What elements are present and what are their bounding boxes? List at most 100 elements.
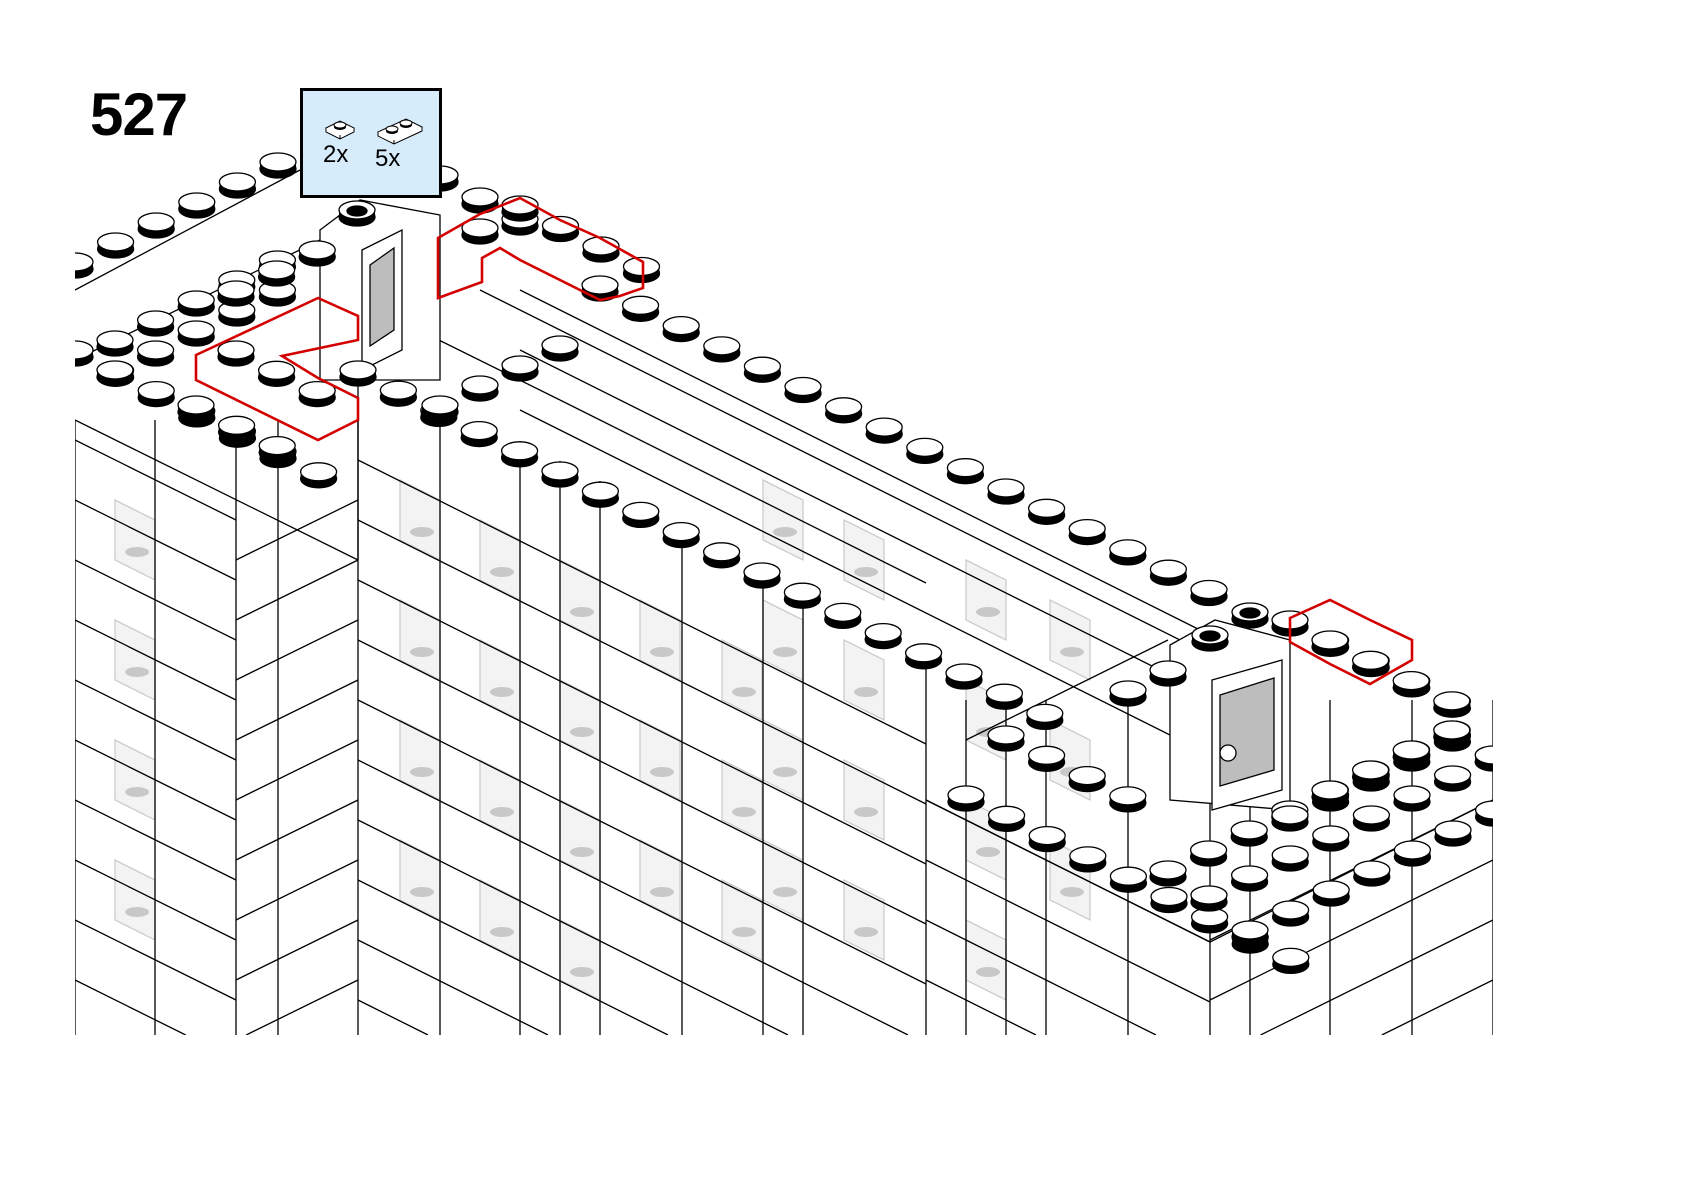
stud-top bbox=[904, 643, 943, 663]
door-right-glass bbox=[1219, 677, 1275, 787]
window-detail bbox=[125, 787, 149, 797]
stud bbox=[743, 562, 781, 589]
stud-top bbox=[541, 335, 579, 355]
window-detail bbox=[490, 567, 514, 577]
stud bbox=[581, 481, 620, 508]
window bbox=[114, 858, 156, 942]
brick-edge bbox=[519, 409, 1211, 756]
window-detail bbox=[854, 687, 878, 697]
stud-top bbox=[541, 215, 580, 236]
window-detail bbox=[490, 687, 514, 697]
stud bbox=[1392, 740, 1430, 767]
window-detail bbox=[490, 927, 514, 937]
stud-top bbox=[137, 212, 175, 232]
stud-top bbox=[1271, 900, 1310, 920]
window-detail bbox=[854, 567, 878, 577]
brick-edge bbox=[1209, 859, 1493, 1001]
stud-top bbox=[258, 435, 296, 456]
stud bbox=[500, 441, 539, 468]
window bbox=[843, 758, 885, 842]
window-detail bbox=[976, 607, 1000, 617]
brick-edge bbox=[479, 289, 1211, 656]
window-detail bbox=[732, 687, 756, 697]
stud bbox=[1312, 825, 1350, 852]
window bbox=[639, 838, 681, 922]
brick-edge bbox=[235, 679, 359, 741]
stud-top bbox=[1150, 886, 1188, 907]
stud bbox=[541, 335, 579, 362]
stud bbox=[1351, 650, 1390, 677]
stud bbox=[1231, 920, 1269, 947]
stud-top bbox=[1272, 947, 1310, 968]
stud bbox=[257, 360, 296, 387]
door-knob bbox=[1219, 744, 1237, 762]
stud bbox=[1271, 845, 1309, 872]
brick-edge bbox=[357, 879, 669, 1035]
window-detail bbox=[1060, 887, 1084, 897]
window-detail bbox=[570, 847, 594, 857]
stud-top bbox=[1434, 820, 1472, 840]
new-part-highlight bbox=[436, 196, 645, 302]
stud-top bbox=[582, 236, 620, 256]
stud bbox=[177, 320, 215, 347]
stud bbox=[662, 521, 700, 549]
stud bbox=[258, 435, 296, 463]
window-detail bbox=[650, 767, 674, 777]
stud bbox=[1230, 820, 1268, 847]
window bbox=[114, 498, 156, 582]
brick-edge bbox=[357, 699, 927, 985]
stud bbox=[137, 380, 175, 408]
stud-top bbox=[379, 380, 418, 400]
stud bbox=[501, 355, 539, 382]
stud-top bbox=[96, 330, 134, 350]
stud bbox=[96, 232, 135, 259]
stud-top bbox=[1109, 539, 1147, 559]
stud bbox=[1474, 745, 1493, 772]
stud bbox=[1231, 602, 1269, 629]
window-detail bbox=[410, 767, 434, 777]
stud-top bbox=[1068, 518, 1106, 539]
window-detail bbox=[732, 927, 756, 937]
stud bbox=[824, 602, 862, 630]
stud bbox=[1109, 786, 1147, 813]
stud-top bbox=[743, 562, 781, 582]
window bbox=[399, 478, 441, 562]
parts-callout: 2x 5x bbox=[300, 88, 442, 198]
stud bbox=[178, 192, 216, 219]
stud bbox=[1189, 840, 1228, 867]
stud-top bbox=[1474, 745, 1493, 765]
stud-top bbox=[824, 397, 863, 417]
stud bbox=[259, 152, 297, 179]
stud-top bbox=[299, 462, 338, 482]
stud-top bbox=[987, 805, 1026, 825]
window bbox=[399, 718, 441, 802]
stud bbox=[1068, 518, 1106, 546]
stud-top bbox=[259, 152, 297, 172]
window-detail bbox=[125, 907, 149, 917]
brick-edge bbox=[357, 819, 789, 1035]
brick-edge bbox=[235, 799, 359, 861]
stud bbox=[1150, 886, 1188, 914]
stud-top bbox=[75, 252, 94, 272]
stud-top bbox=[1271, 805, 1309, 825]
stud bbox=[1433, 691, 1471, 718]
window bbox=[479, 518, 521, 602]
brick-edge bbox=[357, 519, 927, 805]
stud bbox=[96, 330, 134, 357]
brick-edge bbox=[925, 859, 1211, 1003]
window bbox=[843, 878, 885, 962]
brick-edge bbox=[235, 859, 359, 921]
window bbox=[965, 918, 1007, 1002]
stud-top bbox=[217, 415, 256, 435]
window bbox=[721, 878, 763, 962]
stud-top bbox=[136, 310, 175, 330]
stud-top bbox=[177, 395, 215, 415]
stud-top bbox=[1311, 780, 1349, 800]
brick-edge bbox=[235, 739, 359, 801]
stud-top bbox=[461, 218, 499, 238]
stud bbox=[298, 380, 336, 408]
stud-top bbox=[541, 461, 579, 481]
stud bbox=[338, 200, 376, 227]
stud bbox=[987, 725, 1025, 752]
stud bbox=[1433, 765, 1472, 792]
